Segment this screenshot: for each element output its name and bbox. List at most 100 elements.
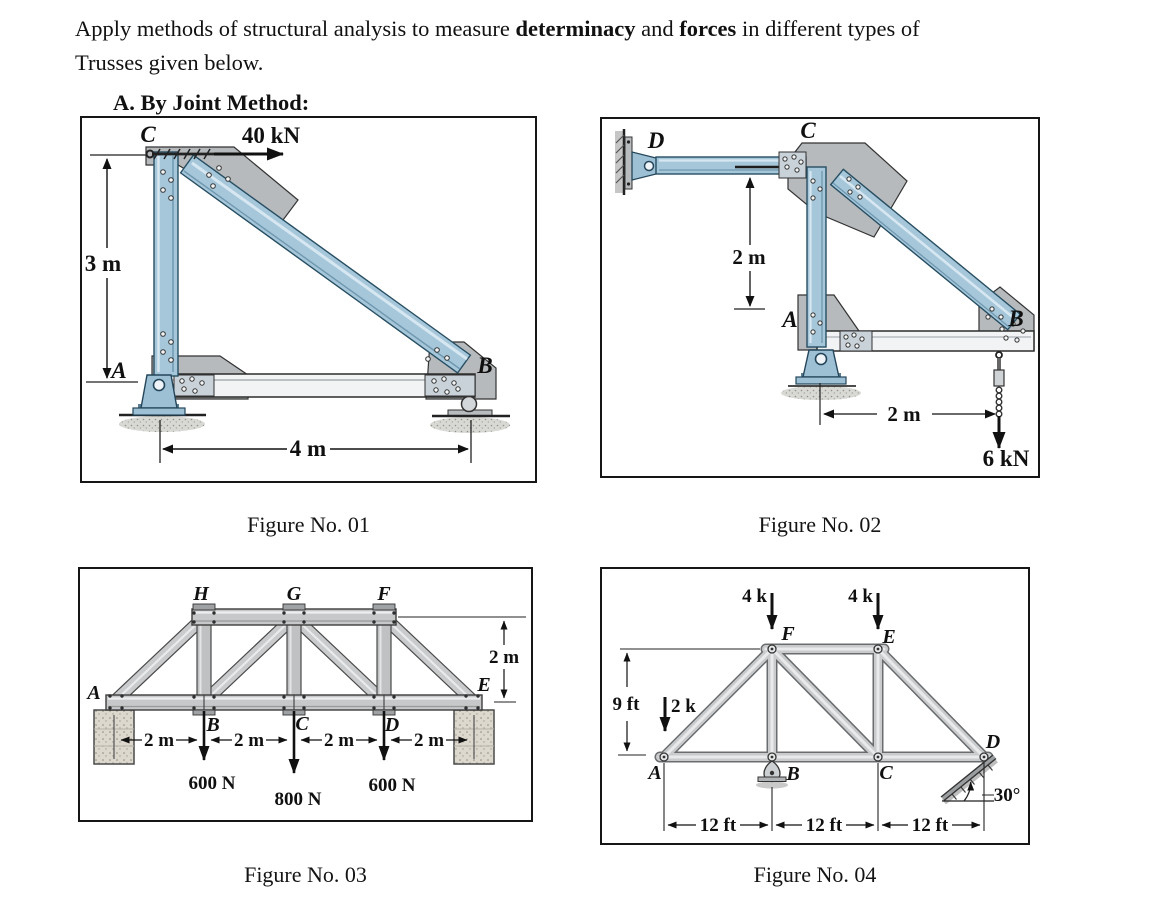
fig4-roller-support-b (756, 760, 788, 789)
fig2-dim-height: 2 m (732, 177, 766, 310)
figure2-caption: Figure No. 02 (758, 512, 882, 537)
figure4-drawing: 9 ft (613, 586, 1021, 836)
intro-bold-determinacy: determinacy (515, 16, 636, 41)
figure3-box: 600 N 800 N 600 N 2 m 2 m 2 m 2 m 2 m H … (78, 567, 533, 822)
fig3-label-b: B (205, 714, 219, 736)
intro-seg3: in different types of (736, 16, 920, 41)
fig3-load-c: 800 N (275, 789, 322, 810)
figure4-box: 9 ft (600, 567, 1030, 845)
fig4-load-f: 4 k (742, 586, 767, 607)
fig1-ground-b (430, 409, 510, 433)
figure3-drawing: 600 N 800 N 600 N 2 m 2 m 2 m 2 m 2 m H … (85, 583, 526, 810)
fig2-member-cb (829, 168, 1022, 331)
fig2-member-dc (655, 151, 807, 179)
fig3-dim-4: 2 m (414, 730, 444, 751)
figure4-caption: Figure No. 04 (753, 862, 877, 887)
fig2-member-ca (806, 166, 827, 348)
fig2-dim-span-label: 2 m (887, 402, 921, 426)
fig4-dim-1: 12 ft (700, 815, 737, 836)
fig4-label-c: C (879, 762, 893, 784)
fig3-joint-bolts (108, 611, 480, 710)
intro-line2: Trusses given below. (75, 50, 264, 75)
fig3-dim-2: 2 m (234, 730, 264, 751)
figure2-box: 2 m 6 kN 2 m D C A B (600, 117, 1040, 478)
fig4-label-a: A (646, 762, 661, 784)
fig2-bracket-d (631, 151, 661, 181)
fig3-load-d: 600 N (369, 775, 416, 796)
fig4-dim-spans: 12 ft 12 ft 12 ft (663, 763, 985, 836)
fig4-load-a: 2 k (671, 696, 696, 717)
fig2-pin-support (781, 349, 861, 400)
fig1-dim-span-label: 4 m (290, 436, 326, 461)
fig3-label-d: D (384, 714, 399, 736)
fig3-pier-left (93, 709, 135, 765)
fig1-label-c: C (140, 122, 156, 147)
fig4-load-arrows: 4 k 4 k 2 k (659, 586, 884, 732)
fig2-member-ab (816, 330, 1035, 352)
fig4-dim-2: 12 ft (806, 815, 843, 836)
fig4-dim-3: 12 ft (912, 815, 949, 836)
fig3-label-a: A (85, 682, 100, 704)
fig3-label-c: C (295, 713, 309, 735)
fig3-verticals (196, 616, 392, 698)
fig3-dim-1: 2 m (144, 730, 174, 751)
fig3-dim-height: 2 m (398, 616, 526, 703)
fig1-label-a: A (109, 358, 126, 383)
fig2-force-label: 6 kN (983, 446, 1030, 471)
fig4-angle-annotation: 30° (942, 781, 1020, 806)
fig3-load-arrows: 600 N 800 N 600 N (189, 711, 416, 810)
fig3-label-e: E (476, 674, 490, 696)
fig1-ground-a (119, 413, 206, 432)
intro-paragraph: Apply methods of structural analysis to … (75, 12, 1135, 80)
fig1-label-b: B (476, 353, 492, 378)
fig1-dim-height-label: 3 m (85, 251, 121, 276)
fig1-force-label: 40 kN (242, 123, 301, 148)
fig4-members (654, 643, 994, 763)
intro-seg2: and (635, 16, 680, 41)
fig2-dim-span: 2 m (819, 383, 996, 426)
fig3-dim-height-label: 2 m (489, 647, 519, 668)
figure1-caption: Figure No. 01 (247, 512, 370, 537)
fig3-label-g: G (287, 583, 302, 605)
fig4-pins (659, 644, 989, 762)
fig1-dim-span: 4 m (159, 420, 472, 463)
fig2-wall (615, 129, 633, 195)
fig2-force-chain: 6 kN (983, 351, 1030, 471)
fig2-label-c: C (800, 119, 816, 143)
fig4-label-e: E (881, 626, 895, 648)
figure3-caption: Figure No. 03 (244, 862, 367, 887)
fig3-bottom-chord (105, 694, 483, 711)
fig4-label-d: D (985, 731, 1000, 753)
figure2-drawing: 2 m 6 kN 2 m D C A B (615, 119, 1035, 471)
intro-seg1: Apply methods of structural analysis to … (75, 16, 516, 41)
figure1-box: 3 m (80, 116, 537, 483)
fig3-diagonals (109, 611, 479, 708)
fig1-roller-support (460, 395, 478, 413)
fig3-pier-right (453, 709, 495, 765)
fig1-member-cb (179, 154, 472, 374)
figure1-drawing: 3 m (85, 122, 510, 463)
fig3-label-f: F (376, 583, 391, 605)
fig1-member-ac (153, 151, 179, 377)
fig2-rivets (782, 154, 1026, 349)
section-heading: A. By Joint Method: (113, 90, 310, 115)
fig4-dim-height: 9 ft (613, 648, 760, 756)
fig2-label-a: A (780, 307, 797, 332)
fig4-label-f: F (780, 623, 795, 645)
fig4-label-b: B (785, 763, 799, 785)
fig2-dim-height-label: 2 m (732, 245, 766, 269)
fig1-pin-support (132, 374, 186, 416)
fig1-force-arrow: 40 kN (145, 123, 301, 161)
intro-bold-forces: forces (679, 16, 737, 41)
fig4-load-e: 4 k (848, 586, 873, 607)
fig3-dim-3: 2 m (324, 730, 354, 751)
fig4-incline-support-d (940, 754, 998, 805)
fig2-label-b: B (1007, 306, 1023, 331)
fig3-label-h: H (192, 583, 210, 605)
fig1-dim-height: 3 m (85, 154, 187, 383)
fig3-dim-spans: 2 m 2 m 2 m 2 m (120, 730, 468, 751)
fig4-dim-height-label: 9 ft (613, 694, 641, 715)
fig3-load-b: 600 N (189, 773, 236, 794)
fig1-member-ab (156, 373, 476, 398)
